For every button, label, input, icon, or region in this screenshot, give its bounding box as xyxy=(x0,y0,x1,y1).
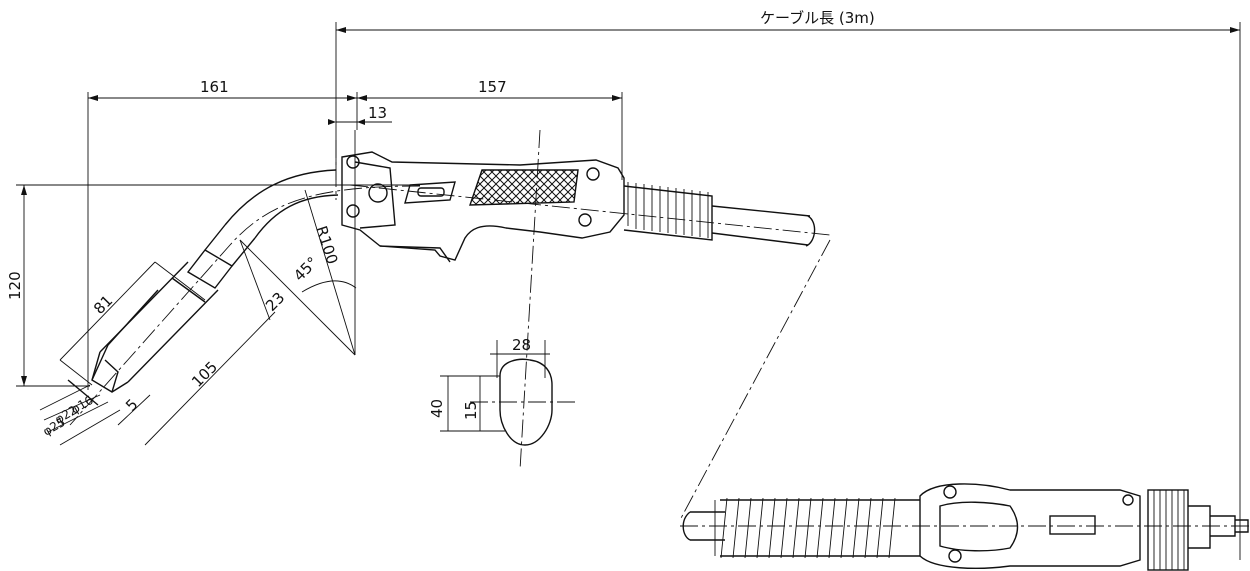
dim-45-degrees: 45° xyxy=(290,253,322,285)
dim-15: 15 xyxy=(462,401,480,420)
cable-length-dimension: ケーブル長 (3m) xyxy=(335,9,1241,560)
dim-r100: R100 xyxy=(312,224,341,267)
dim-13: 13 xyxy=(368,104,387,122)
dim-81: 81 xyxy=(90,292,116,318)
cable-break-line xyxy=(679,239,831,521)
dim-120: 120 xyxy=(6,271,24,300)
dim-23: 23 xyxy=(262,289,288,315)
cable-length-label: ケーブル長 (3m) xyxy=(760,9,875,27)
height-dimension: 120 xyxy=(6,184,420,387)
handle-center-line xyxy=(519,129,541,471)
grip-cross-section: 28 40 15 xyxy=(428,336,575,446)
neck-dimensions: 81 105 5 φ16 φ22 φ25 xyxy=(39,261,276,446)
dim-161: 161 xyxy=(200,78,229,96)
dim-157: 157 xyxy=(478,78,507,96)
cable-connector xyxy=(680,483,1250,571)
dim-28: 28 xyxy=(512,336,531,354)
strain-relief-spring xyxy=(623,182,816,247)
dim-105: 105 xyxy=(188,358,221,391)
length-dimensions: 161 157 13 xyxy=(87,78,623,390)
torch-neck xyxy=(67,169,421,426)
torch-handle xyxy=(341,151,831,263)
dim-40: 40 xyxy=(428,399,446,418)
bend-radius-construction: R100 45° 23 xyxy=(239,130,357,356)
